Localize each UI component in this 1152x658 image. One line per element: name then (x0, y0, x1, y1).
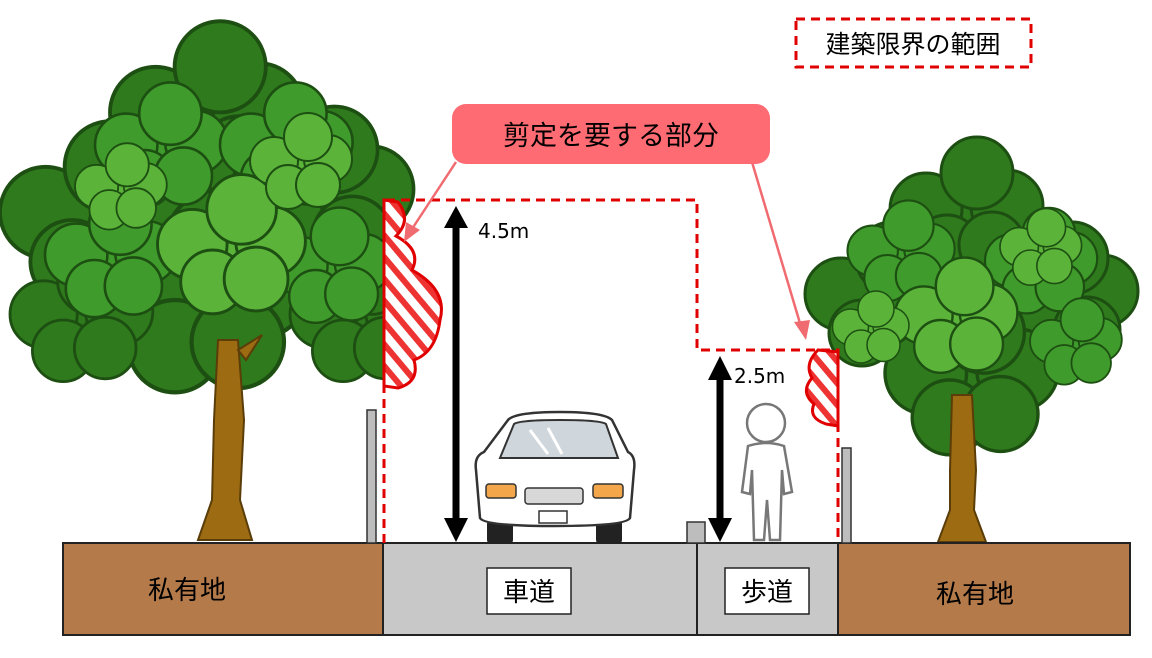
legend: 建築限界の範囲 (794, 17, 1033, 69)
right-pruning-area (805, 348, 840, 428)
right-tree-icon (803, 135, 1140, 543)
left-tree-icon (0, 19, 435, 541)
car-icon (474, 410, 636, 544)
pruning-callout: 剪定を要する部分 (404, 104, 810, 340)
sidewalk-label-box (724, 567, 810, 615)
left-pruning-area (382, 198, 443, 390)
person-icon (740, 402, 794, 542)
curb (686, 521, 706, 544)
sidewalk-label: 歩道 (741, 578, 793, 608)
right-private-land-label: 私有地 (936, 580, 1014, 610)
clearance-outline (382, 198, 840, 543)
left-post (366, 409, 377, 544)
roadway-height-label: 4.5m (478, 219, 529, 243)
roadway-height-arrow-icon (444, 206, 468, 542)
ground (62, 542, 1131, 636)
left-soil (62, 542, 384, 636)
sidewalk-surface (696, 542, 839, 636)
sidewalk-height-arrow-icon (708, 356, 732, 542)
right-post (841, 447, 852, 544)
left-private-land-label: 私有地 (148, 576, 226, 606)
roadway-label-box (486, 567, 572, 615)
right-soil (837, 542, 1131, 636)
sidewalk-height-label: 2.5m (734, 364, 785, 388)
callout-label: 剪定を要する部分 (503, 121, 719, 152)
legend-label: 建築限界の範囲 (825, 30, 1000, 59)
roadway-label: 車道 (503, 578, 555, 608)
